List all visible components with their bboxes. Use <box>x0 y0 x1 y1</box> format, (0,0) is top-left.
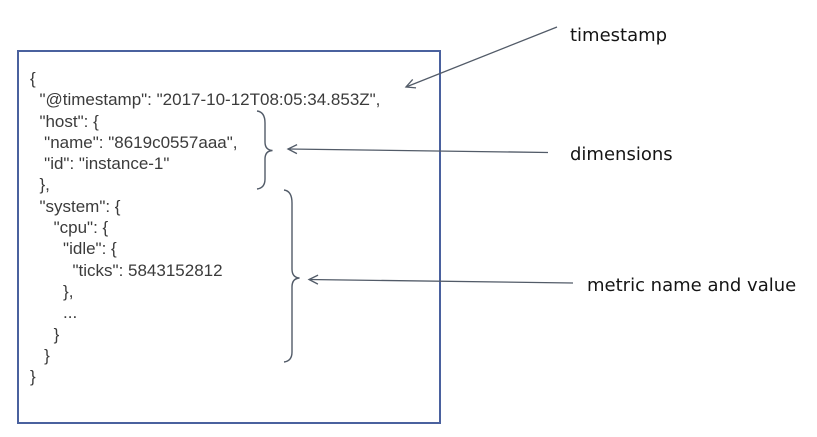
json-document-box <box>17 50 441 424</box>
json-code-line: }, <box>30 175 50 195</box>
json-code-line: "cpu": { <box>30 218 109 238</box>
json-code-line: ... <box>30 303 78 323</box>
annotation-label-dimensions: dimensions <box>570 144 673 165</box>
json-code-line: } <box>30 367 36 387</box>
json-code-line: "host": { <box>30 111 99 131</box>
json-code-line: "@timestamp": "2017-10-12T08:05:34.853Z"… <box>30 90 381 110</box>
json-code-line: "id": "instance-1" <box>30 154 170 174</box>
json-code-line: "ticks": 5843152812 <box>30 260 223 280</box>
json-code-line: "system": { <box>30 196 121 216</box>
annotation-label-metric: metric name and value <box>587 275 797 296</box>
json-code-line: "name": "8619c0557aaa", <box>30 132 238 152</box>
json-code-line: } <box>30 324 60 344</box>
annotation-label-timestamp: timestamp <box>570 25 668 46</box>
json-code-line: { <box>30 69 36 88</box>
json-code-line: } <box>30 345 50 365</box>
json-code-line: "idle": { <box>30 239 117 259</box>
json-code-line: }, <box>30 281 74 301</box>
json-code: { "@timestamp": "2017-10-12T08:05:34.853… <box>30 68 380 387</box>
